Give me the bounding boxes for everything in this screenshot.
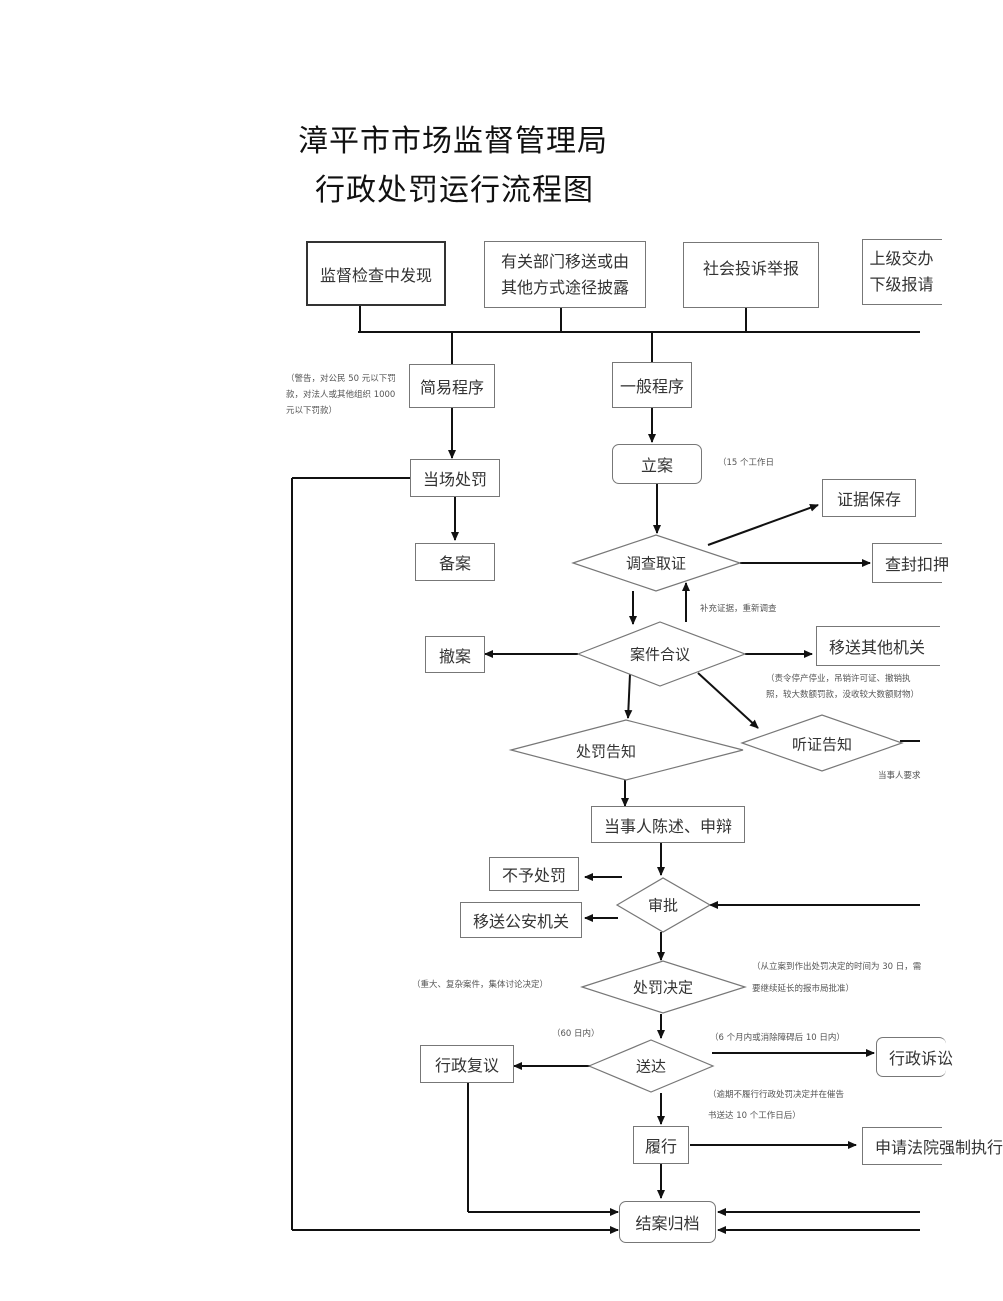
decision-diamond — [587, 1039, 715, 1093]
deliver-label: 送达 — [635, 1057, 667, 1076]
onsite-penalty-box: 当场处罚 — [410, 459, 500, 497]
admin-review-box: 行政复议 — [420, 1045, 514, 1083]
no-penalty-box: 不予处罚 — [489, 857, 579, 891]
decision-label: 处罚决定 — [632, 978, 694, 997]
hearing-notice-label: 听证告知 — [791, 735, 853, 754]
page-title-line1: 漳平市市场监督管理局 — [298, 124, 608, 159]
review-note: （60 日内） — [552, 1029, 600, 1039]
penalty-notice-label: 处罚告知 — [575, 742, 637, 761]
simple-procedure-note-text: （警告，对公民 50 元以下罚款，对法人或其他组织 1000 元以下罚款） — [286, 374, 396, 417]
close-archive-box: 结案归档 — [619, 1201, 716, 1243]
apply-court-box: 申请法院强制执行 — [862, 1127, 1003, 1165]
hearing-note-text: （责令停产停业，吊销许可证、撤销执照，较大数额罚款，没收较大数额财物） — [766, 674, 920, 701]
decision-diamond — [508, 719, 744, 781]
decision-right-note: （从立案到作出处罚决定的时间为 30 日，需要继续延长的报市局批准） — [752, 956, 924, 996]
decision-diamond — [615, 877, 712, 933]
evidence-preserve-box: 证据保存 — [822, 479, 916, 517]
transfer-police-box: 移送公安机关 — [460, 902, 582, 938]
hearing-note: （责令停产停业，吊销许可证、撤销执照，较大数额罚款，没收较大数额财物） — [766, 671, 926, 711]
file-case-note: （15 个工作日 — [718, 458, 775, 468]
supplement-note: 补充证据，重新调查 — [700, 604, 777, 614]
decision-diamond — [576, 621, 747, 687]
decision-left-note: （重大、复杂案件，集体讨论决定） — [412, 980, 549, 990]
record-box: 备案 — [415, 543, 495, 581]
transfer-other-box: 移送其他机关 — [816, 626, 940, 666]
overdue-note: （逾期不履行行政处罚决定并在催告书送达 10 个工作日后） — [708, 1085, 848, 1128]
page-title-line2: 行政处罚运行流程图 — [315, 173, 594, 208]
party-request-note: 当事人要求 — [878, 771, 921, 781]
source-supervision-box: 监督检查中发现 — [306, 241, 446, 306]
decision-diamond — [580, 960, 747, 1014]
source-transfer-box: 有关部门移送或由其他方式途径披露 — [484, 241, 646, 308]
perform-box: 履行 — [633, 1126, 689, 1164]
seal-box: 查封扣押 — [872, 543, 949, 583]
approve-label: 审批 — [647, 896, 679, 915]
source-complaint-box: 社会投诉举报 — [683, 242, 819, 308]
connector-arrow — [624, 673, 633, 719]
decision-diamond — [740, 714, 904, 772]
statement-box: 当事人陈述、申辩 — [591, 806, 745, 843]
file-case-box: 立案 — [612, 444, 702, 484]
litigation-note: （6 个月内或消除障碍后 10 日内） — [710, 1033, 845, 1043]
case-review-label: 案件合议 — [629, 645, 691, 664]
source-superior-box: 上级交办下级报请 — [862, 239, 942, 305]
withdraw-box: 撤案 — [425, 636, 485, 673]
flowchart-connectors — [291, 306, 920, 1234]
simple-procedure-box: 简易程序 — [409, 364, 495, 408]
decision-diamond — [571, 534, 742, 592]
overdue-note-text: （逾期不履行行政处罚决定并在催告书送达 10 个工作日后） — [708, 1090, 845, 1122]
investigate-label: 调查取证 — [625, 554, 687, 573]
connector-arrow — [697, 672, 759, 729]
admin-litigation-box: 行政诉讼 — [876, 1037, 953, 1077]
connector-arrow — [707, 503, 819, 546]
simple-procedure-note: （警告，对公民 50 元以下罚款，对法人或其他组织 1000 元以下罚款） — [286, 371, 396, 419]
decision-right-note-text: （从立案到作出处罚决定的时间为 30 日，需要继续延长的报市局批准） — [752, 962, 922, 995]
general-procedure-box: 一般程序 — [612, 362, 692, 408]
